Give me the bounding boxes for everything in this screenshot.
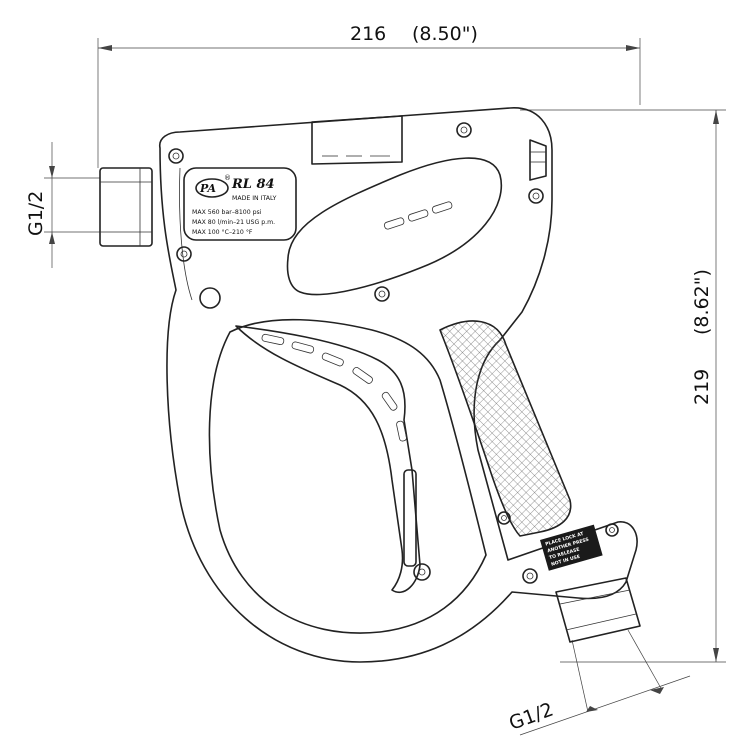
width-mm-label: 216 [350, 23, 386, 45]
registered-mark: ® [224, 174, 231, 182]
made-in-label: MADE IN ITALY [232, 195, 277, 202]
spec-flow: MAX 80 l/min–21 USG p.m. [192, 219, 275, 226]
trigger [235, 325, 421, 593]
panel-slots [383, 201, 453, 230]
height-mm-label: 219 [691, 369, 713, 405]
outlet-thread-dimension: G1/2 [506, 629, 691, 736]
grip-texture [439, 320, 572, 537]
model-name: RL 84 [231, 177, 275, 192]
inlet-fitting [99, 167, 153, 247]
gun-body [158, 107, 638, 663]
spec-temp: MAX 100 °C–210 °F [192, 228, 253, 236]
trigger-slots [261, 333, 407, 442]
width-in-label: (8.50") [412, 23, 478, 45]
inlet-thread-dimension: G1/2 [25, 142, 100, 268]
outlet-thread-label: G1/2 [506, 699, 556, 735]
brand-logo [195, 178, 229, 198]
inlet-thread-label: G1/2 [25, 191, 47, 236]
height-in-label: (8.62") [691, 269, 713, 335]
trigger-lock [403, 469, 417, 567]
outlet-fitting [555, 577, 641, 643]
screws [168, 122, 619, 584]
nameplate: PA ® RL 84 MADE IN ITALY MAX 560 bar–810… [183, 167, 297, 241]
height-dimension: 219 (8.62") [520, 109, 726, 663]
spec-pressure: MAX 560 bar–8100 psi [192, 209, 262, 216]
warning-label: PLACE LOCK AT ANOTHER PRESS TO RELEASE N… [540, 524, 603, 571]
logo-text: PA [199, 182, 216, 195]
width-dimension: 216 (8.50") [97, 23, 641, 168]
